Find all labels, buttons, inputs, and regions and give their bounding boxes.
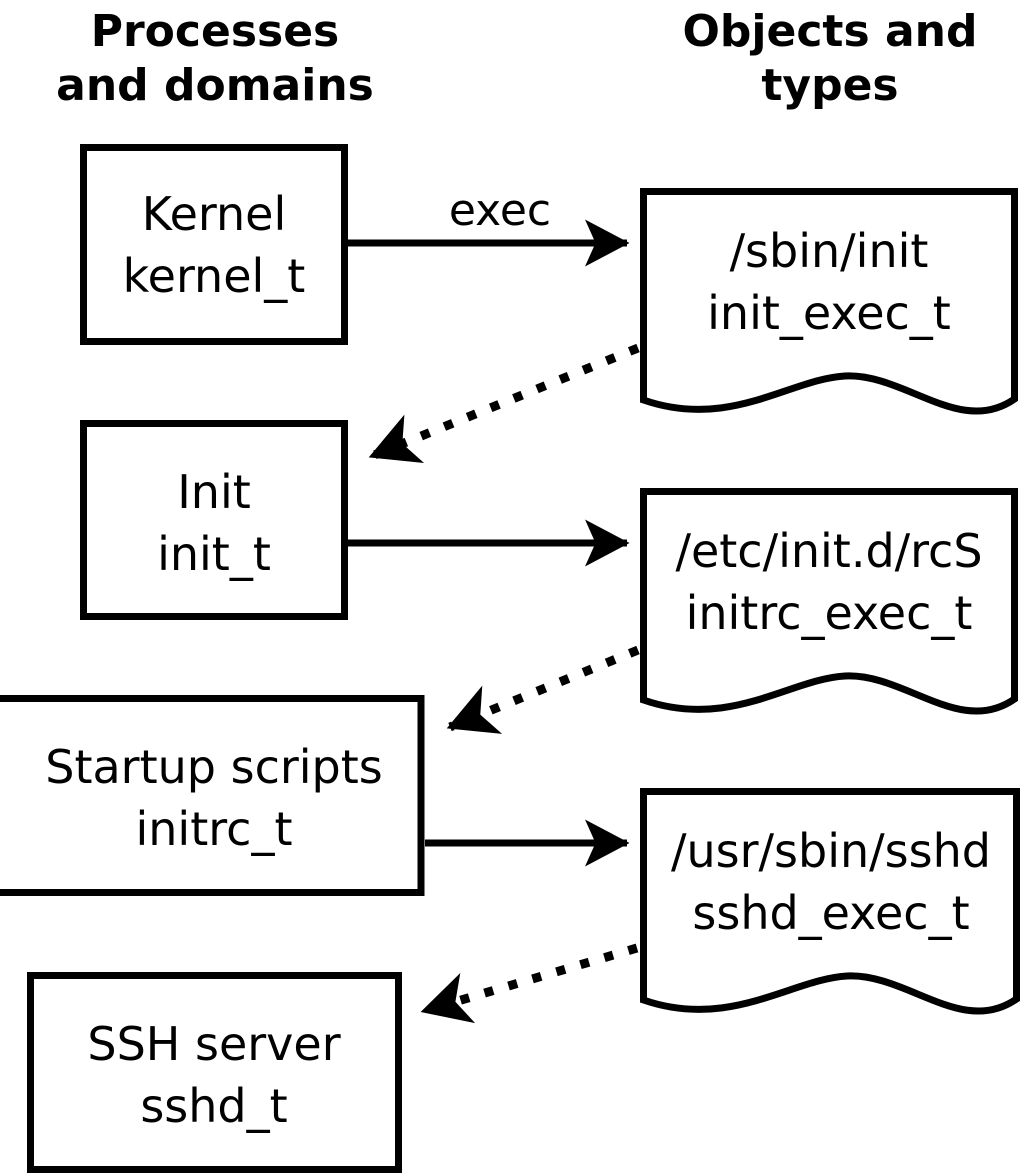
node-kernel-box[interactable] (80, 144, 348, 345)
node-usr-sbin-sshd-line1: /usr/sbin/sshd (671, 824, 991, 878)
node-ssh-server-box[interactable] (27, 972, 402, 1173)
node-startup-scripts-line2: initrc_t (136, 802, 293, 856)
node-startup-scripts[interactable]: Startup scripts initrc_t (0, 695, 425, 896)
node-ssh-server-line2: sshd_t (140, 1079, 287, 1133)
edge-line (368, 343, 640, 464)
node-ssh-server-line1: SSH server (87, 1017, 340, 1071)
edge-kernel-exec-sbin-init: exec (348, 185, 630, 267)
node-usr-sbin-sshd-shape[interactable] (640, 788, 1020, 1015)
column-header-processes-line1: Processes (91, 6, 340, 57)
node-init-line1: Init (177, 465, 251, 519)
node-ssh-server[interactable]: SSH server sshd_t (27, 972, 402, 1173)
edge-line (446, 645, 640, 734)
edge-line (420, 943, 639, 1024)
edge-label-exec: exec (449, 185, 551, 236)
node-kernel-line2: kernel_t (123, 249, 306, 303)
node-sbin-init-shape[interactable] (640, 188, 1018, 415)
edge-sshd-to-ssh-server (420, 943, 639, 1024)
node-kernel-line1: Kernel (142, 187, 287, 241)
node-startup-scripts-box[interactable] (0, 695, 425, 896)
edge-sbin-init-to-init (368, 343, 640, 464)
node-sbin-init-line1: /sbin/init (730, 224, 929, 278)
column-header-objects-line2: types (761, 60, 898, 111)
node-etc-initd-rcs-line2: initrc_exec_t (686, 586, 973, 640)
node-etc-initd-rcs-shape[interactable] (640, 488, 1018, 715)
node-usr-sbin-sshd-line2: sshd_exec_t (692, 886, 969, 940)
node-usr-sbin-sshd[interactable]: /usr/sbin/sshd sshd_exec_t (640, 788, 1020, 1015)
column-header-processes: Processes and domains (56, 6, 374, 111)
edge-rcs-to-startup-scripts (446, 645, 640, 734)
node-init[interactable]: Init init_t (80, 420, 348, 620)
node-sbin-init-line2: init_exec_t (707, 286, 951, 340)
node-startup-scripts-line1: Startup scripts (45, 740, 383, 794)
column-header-objects: Objects and types (683, 6, 978, 111)
node-sbin-init[interactable]: /sbin/init init_exec_t (640, 188, 1018, 415)
column-header-processes-line2: and domains (56, 60, 374, 111)
node-init-line2: init_t (157, 527, 271, 581)
node-init-box[interactable] (80, 420, 348, 620)
column-header-objects-line1: Objects and (683, 6, 978, 57)
node-etc-initd-rcs-line1: /etc/init.d/rcS (675, 524, 982, 578)
node-kernel[interactable]: Kernel kernel_t (80, 144, 348, 345)
node-etc-initd-rcs[interactable]: /etc/init.d/rcS initrc_exec_t (640, 488, 1018, 715)
